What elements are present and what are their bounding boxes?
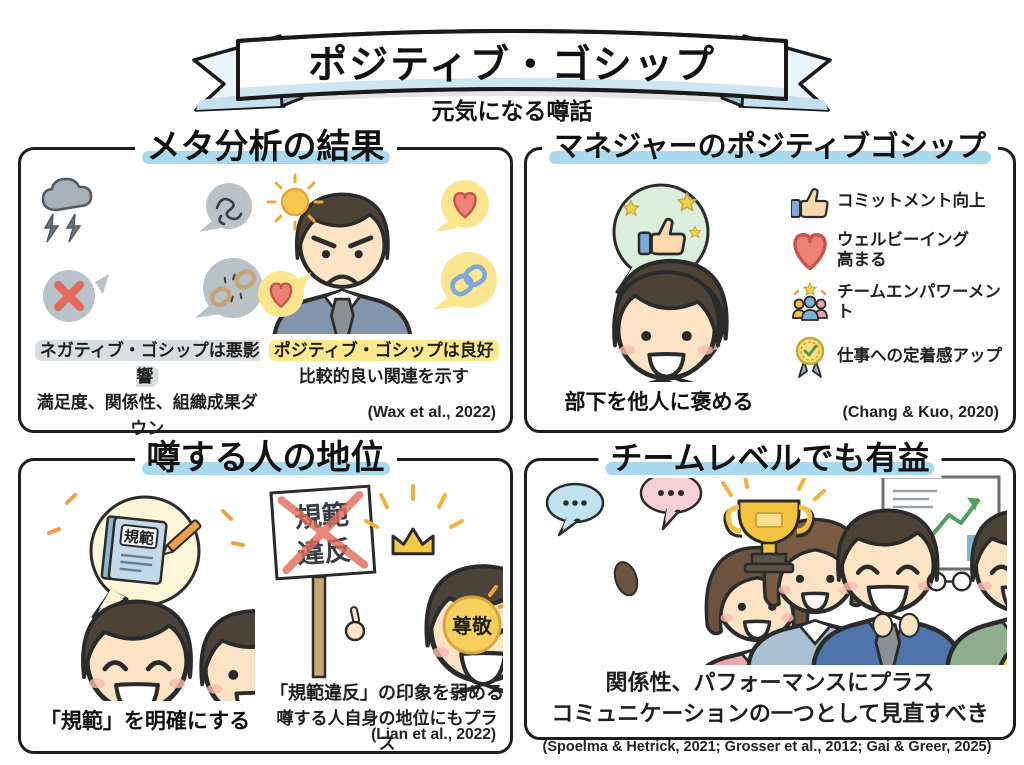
norm-talk-illustration: 規範	[47, 493, 255, 701]
thumbs-up-icon	[791, 188, 829, 219]
status-line1: 「規範違反」の印象を弱める	[270, 683, 504, 703]
panel-manager-gossip: マネジャーのポジティブゴシップ 部下を他人に褒める コミットメント向上 ウェ	[524, 127, 1016, 433]
sparkle-dashes	[47, 493, 245, 547]
status-effect-text: 「規範違反」の印象を弱める 噂する人自身の地位にもプラス	[269, 681, 505, 756]
manager-citation: (Chang & Kuo, 2020)	[842, 404, 999, 421]
team-member-woman-pink	[613, 546, 825, 665]
rulebook-icon: 規範	[100, 515, 168, 585]
heart-bubble-icon	[258, 271, 311, 317]
team-icon	[792, 281, 828, 321]
positive-detail: 比較的良い関連を示す	[298, 367, 469, 386]
medal-icon	[795, 336, 825, 378]
negative-headline: ネガティブ・ゴシップは悪影響	[34, 340, 260, 387]
broken-chain-bubble-icon	[195, 258, 263, 318]
team-citation: (Spoelma & Hetrick, 2021; Grosser et al.…	[542, 739, 992, 755]
sign-post	[311, 575, 327, 679]
radiance-dashes	[364, 484, 464, 529]
panel-team-level: チームレベルでも有益	[524, 438, 1016, 740]
chain-link-bubble-icon	[433, 252, 497, 310]
team-line2: コミュニケーションの一つとして見直すべき	[551, 701, 989, 726]
negative-detail: 満足度、関係性、組織成果ダウン	[36, 393, 258, 438]
violation-sign-illustration: 規範 違反 尊敬	[269, 484, 503, 693]
team-scene-illustration	[545, 473, 1007, 665]
benefit-empowerment: チームエンパワーメント	[791, 281, 1007, 324]
svg-text:尊敬: 尊敬	[452, 614, 493, 638]
storm-cloud-icon	[41, 177, 93, 243]
benefit-wellbeing: ウェルビーイング高まる	[791, 231, 1007, 271]
team-benefit-text: 関係性、パフォーマンスにプラス コミュニケーションの一つとして見直すべき	[527, 667, 1013, 729]
glasses-icon	[926, 571, 972, 592]
speech-dots-icon	[639, 473, 703, 531]
respect-badge-icon: 尊敬	[442, 585, 503, 655]
team-member-man-glasses	[926, 571, 972, 592]
pointing-hand	[344, 606, 366, 642]
x-mark-bubble-icon	[43, 270, 109, 322]
pencil-icon	[162, 519, 202, 556]
manager-scene-illustration	[586, 183, 756, 382]
main-title: ポジティブ・ゴシップ	[308, 44, 716, 87]
rulebook-bubble-icon: 規範	[89, 495, 202, 619]
panel-team-title: チームレベルでも有益	[598, 438, 942, 478]
team-member-woman-yellow	[872, 528, 1007, 665]
sun-icon	[266, 173, 324, 231]
negative-finding: ネガティブ・ゴシップは悪影響 満足度、関係性、組織成果ダウン	[29, 338, 266, 442]
meta-citation: (Wax et al., 2022)	[367, 404, 496, 421]
manager-caption: 部下を他人に褒める	[564, 391, 754, 414]
benefit-list: コミットメント向上 ウェルビーイング高まる チームエンパワーメント	[791, 184, 1007, 390]
panel-meta-title: メタ分析の結果	[134, 127, 397, 167]
team-line1: 関係性、パフォーマンスにプラス	[605, 670, 935, 695]
trophy-sparkles	[721, 473, 826, 501]
meta-findings: ネガティブ・ゴシップは悪影響 満足度、関係性、組織成果ダウン ポジティブ・ゴシッ…	[29, 338, 502, 442]
status-line2: 噂する人自身の地位にもプラス	[276, 709, 498, 753]
svg-text:規範: 規範	[123, 527, 155, 548]
panel-meta-analysis: メタ分析の結果	[18, 127, 513, 438]
status-citation: (Lian et al., 2022)	[371, 726, 496, 743]
benefit-commitment: コミットメント向上	[791, 184, 1007, 220]
panel-status-title: 噂する人の地位	[134, 438, 397, 478]
heart-icon	[793, 232, 827, 270]
status-caption: 「規範」を明確にする	[39, 710, 251, 733]
ribbon-banner-graphic	[192, 29, 832, 112]
crown-icon	[391, 527, 435, 556]
trophy-icon	[723, 499, 815, 574]
title-banner: ポジティブ・ゴシップ 元気になる噂話	[180, 8, 844, 124]
violation-sign-icon: 規範 違反	[269, 484, 377, 581]
panel-manager-title: マネジャーのポジティブゴシップ	[542, 127, 998, 167]
speech-dots-icon	[545, 482, 605, 537]
main-subtitle: 元気になる噂話	[431, 98, 593, 124]
norm-speaker-man	[55, 599, 219, 701]
meta-scene-illustration	[41, 173, 497, 334]
panel-gossiper-status: 噂する人の地位 規範 「規範」を明確にす	[18, 438, 513, 756]
positive-headline: ポジティブ・ゴシップは良好	[268, 340, 499, 361]
tangled-thoughts-bubble-icon	[199, 183, 252, 232]
heart-bubble-icon	[435, 180, 489, 232]
benefit-retention: 仕事への定着感アップ	[791, 335, 1007, 379]
positive-finding: ポジティブ・ゴシップは良好 比較的良い関連を示す	[266, 338, 503, 442]
